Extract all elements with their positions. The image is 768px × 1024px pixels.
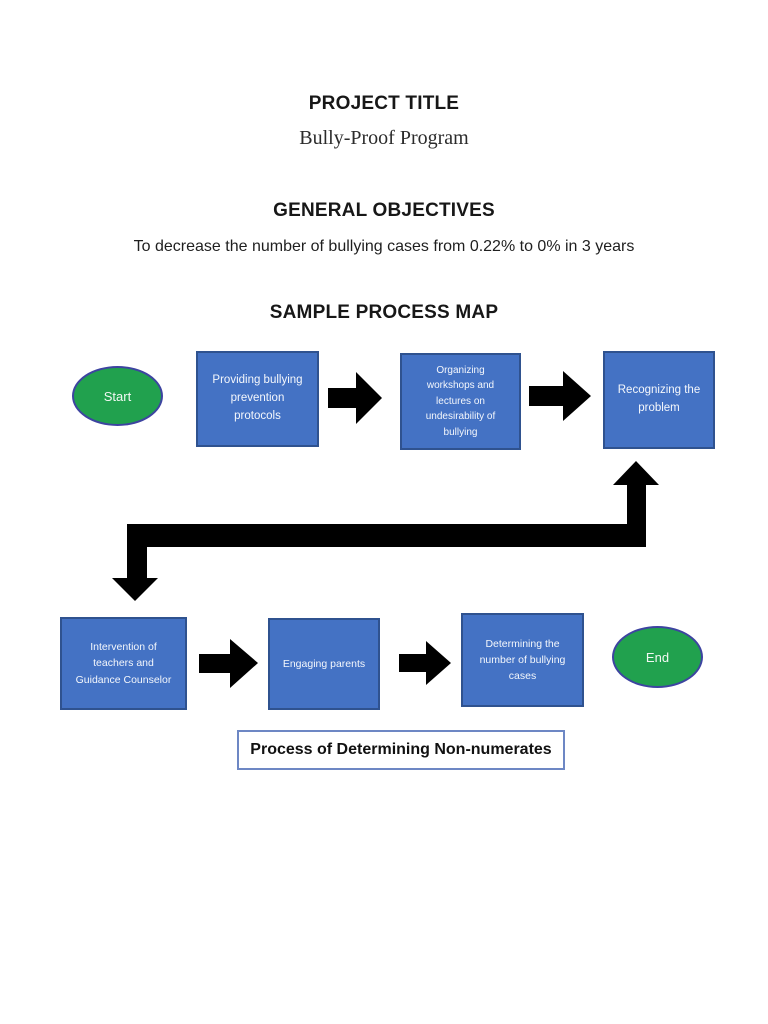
start-label: Start: [103, 388, 132, 404]
end-label: End: [645, 649, 670, 665]
elbow-connector-arrow-icon: [112, 461, 659, 601]
step-label: Organizing workshops and lectures on und…: [425, 364, 496, 438]
step-label: Intervention of teachers and Guidance Co…: [75, 641, 172, 686]
flow-arrow-right-icon: [328, 372, 382, 424]
step-label: Recognizing the problem: [617, 384, 701, 414]
project-title-heading: PROJECT TITLE: [308, 93, 460, 114]
process-caption-label: Process of Determining Non-numerates: [250, 741, 552, 758]
end-terminal: End: [612, 626, 703, 688]
step-label: Engaging parents: [282, 657, 366, 670]
step-providing-protocols: Providing bullying prevention protocols: [196, 351, 319, 447]
general-objectives-text: To decrease the number of bullying cases…: [133, 238, 635, 255]
flow-arrow-right-icon: [199, 639, 258, 688]
project-title-value: Bully-Proof Program: [299, 127, 469, 149]
step-organizing-workshops: Organizing workshops and lectures on und…: [400, 353, 521, 450]
step-determining-cases: Determining the number of bullying cases: [461, 613, 584, 707]
flow-arrow-right-icon: [529, 371, 591, 421]
general-objectives-heading: GENERAL OBJECTIVES: [273, 200, 495, 221]
step-engaging-parents: Engaging parents: [268, 618, 380, 710]
start-terminal: Start: [72, 366, 163, 426]
step-label: Providing bullying prevention protocols: [212, 374, 303, 422]
flow-arrow-right-icon: [399, 641, 451, 685]
process-map-heading: SAMPLE PROCESS MAP: [269, 302, 499, 323]
process-caption-box: Process of Determining Non-numerates: [237, 730, 565, 770]
step-label: Determining the number of bullying cases: [479, 637, 566, 683]
step-recognizing-problem: Recognizing the problem: [603, 351, 715, 449]
step-intervention-teachers: Intervention of teachers and Guidance Co…: [60, 617, 187, 710]
